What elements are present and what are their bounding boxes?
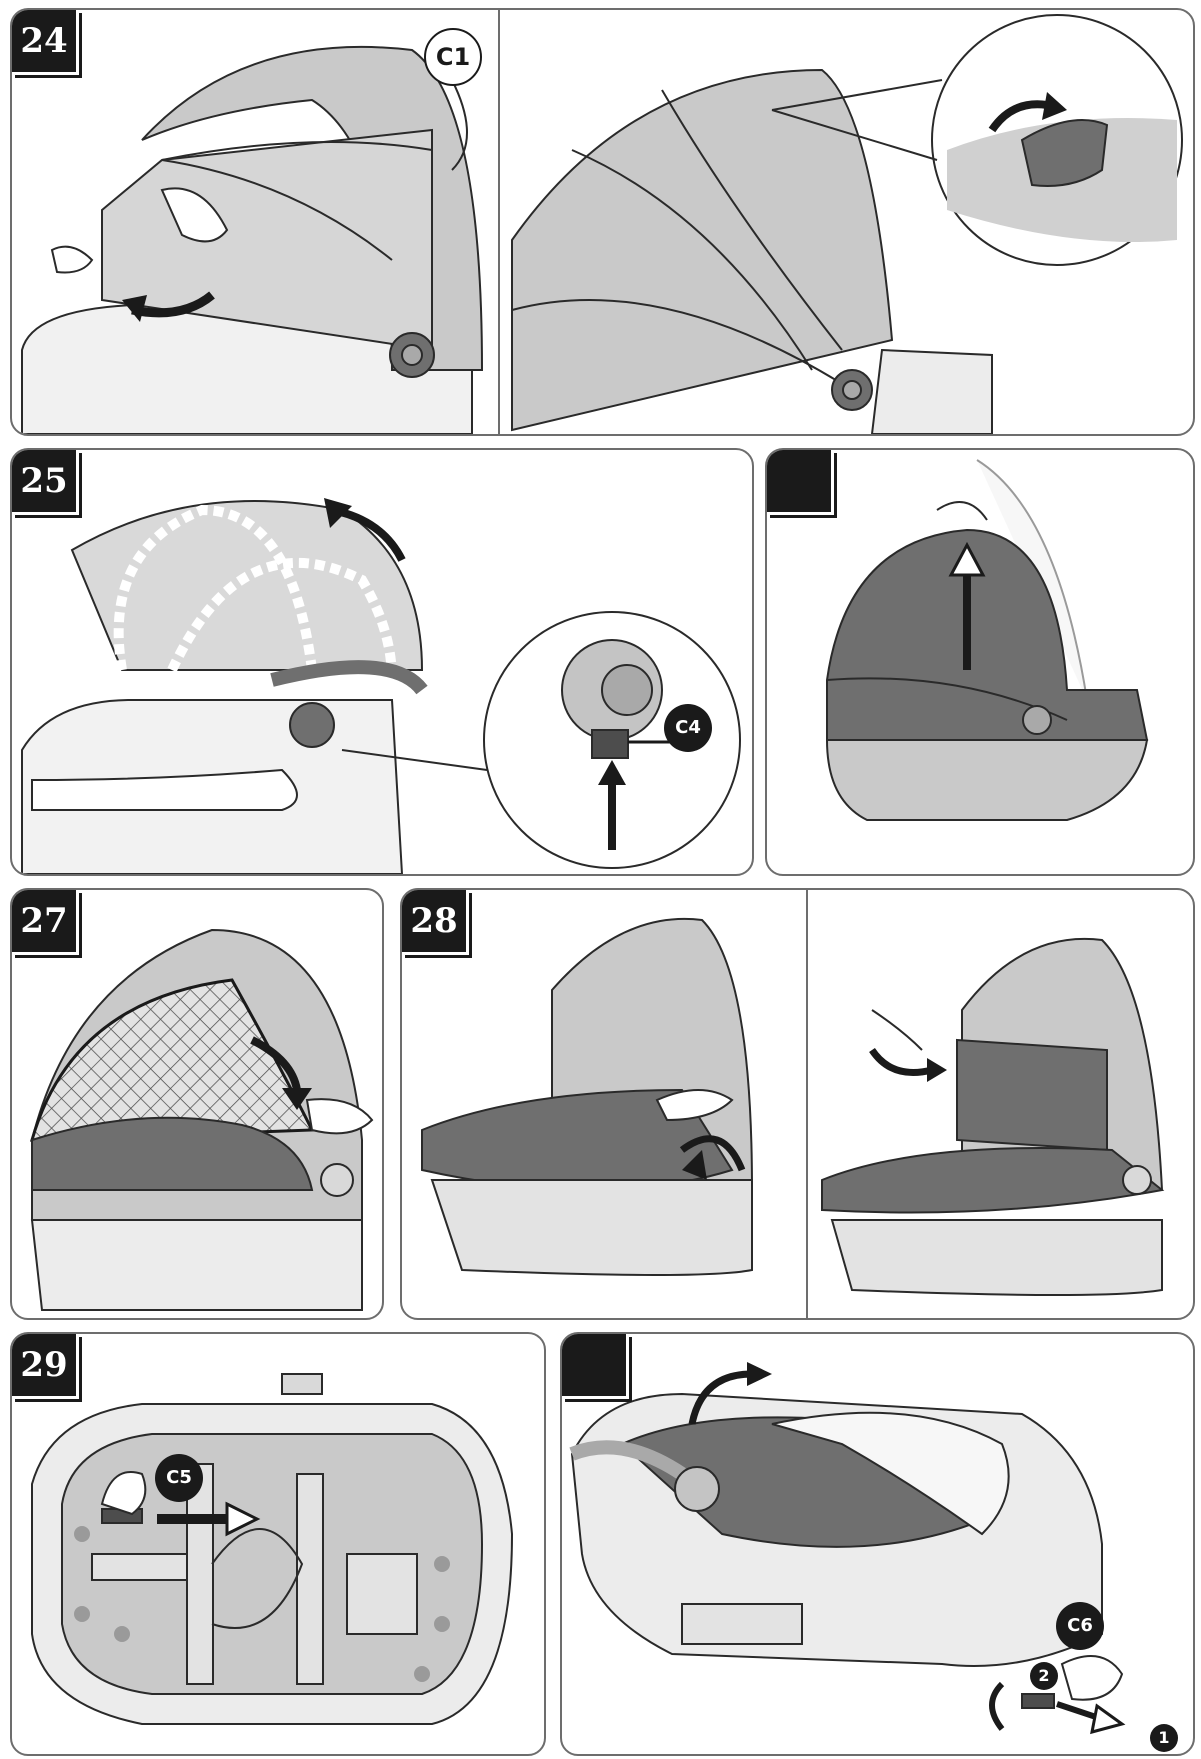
- panel-24-illustration: [21, 10, 1183, 434]
- panel-29: 29 C5: [10, 1332, 546, 1756]
- callout-c1: C1: [424, 28, 482, 86]
- step-number-27: 27: [12, 890, 79, 955]
- panel-27-illustration: [29, 928, 374, 1311]
- step-number-25: 25: [12, 450, 79, 515]
- panel-27: 27: [10, 888, 384, 1320]
- callout-c5: C5: [155, 1454, 203, 1502]
- step-number-24: 24: [12, 10, 79, 75]
- step-number-26: [767, 450, 834, 515]
- step-number-28: 28: [402, 890, 469, 955]
- panel-28: 28: [400, 888, 1195, 1320]
- panel-24: 24 C1: [10, 8, 1195, 436]
- step-marker-2: 2: [1030, 1662, 1058, 1690]
- callout-c6: C6: [1056, 1602, 1104, 1650]
- panel-30: C6 2 1: [560, 1332, 1195, 1756]
- panel-30-illustration: [569, 1362, 1126, 1735]
- panel-26-illustration: [825, 459, 1149, 821]
- panel-25-illustration: [21, 498, 741, 874]
- panel-29-illustration: [31, 1373, 514, 1725]
- panel-25: 25 C4: [10, 448, 754, 876]
- step-number-29: 29: [12, 1334, 79, 1399]
- step-number-30: [562, 1334, 629, 1399]
- panel-28-illustration: [421, 890, 1165, 1318]
- callout-c4: C4: [664, 704, 712, 752]
- panel-26: [765, 448, 1195, 876]
- step-marker-1: 1: [1150, 1724, 1178, 1752]
